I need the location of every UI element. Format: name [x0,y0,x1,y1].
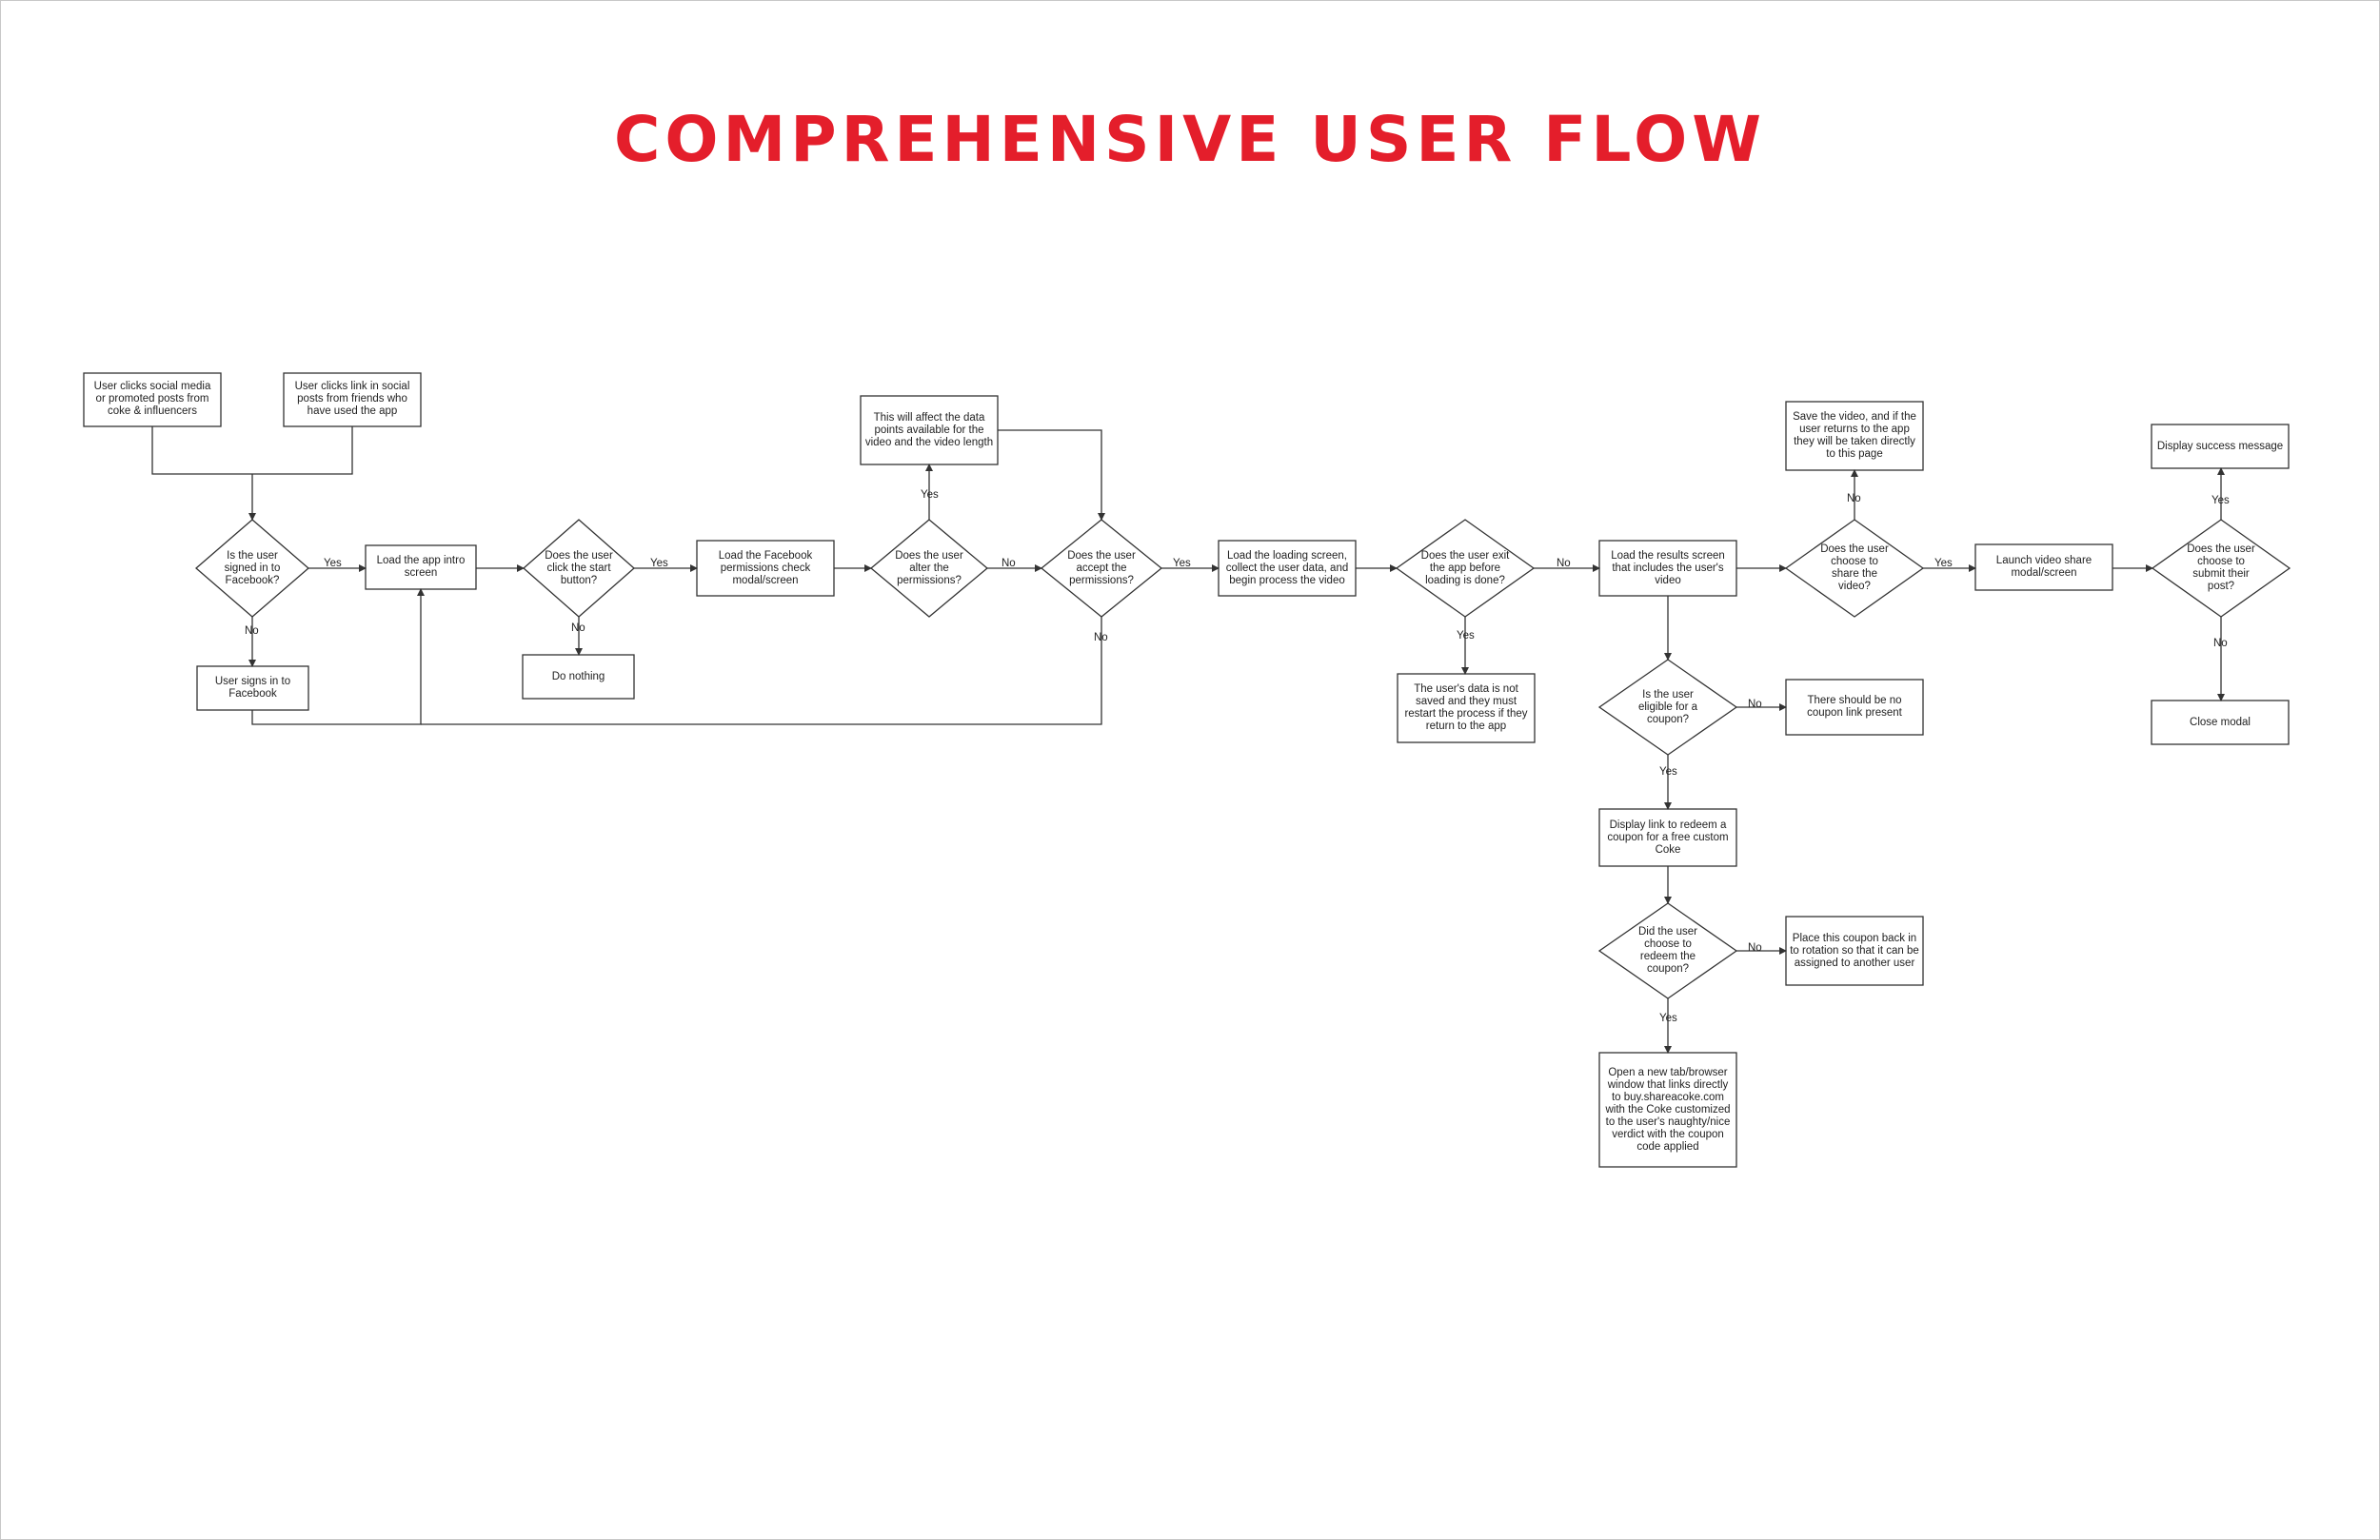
q-share-video-text: Does the user choose to share the video? [1820,543,1889,592]
node-display-link [1598,808,1737,867]
start-friends-text: User clicks link in social posts from fr… [294,380,410,417]
label-exit-no: No [1557,558,1571,569]
node-load-permissions [696,540,835,597]
label-signedin-no: No [245,625,259,637]
load-results-text: Load the results screen that includes th… [1611,549,1725,586]
q-alter-permissions-text: Does the user alter the permissions? [895,549,963,586]
q-exit-app-text: Does the user exit the app before loadin… [1420,549,1510,586]
affect-note-text: This will affect the data points availab… [864,411,994,448]
label-eligible-yes: Yes [1659,766,1677,778]
label-submit-yes: Yes [2211,495,2230,506]
label-clickstart-yes: Yes [650,558,668,569]
node-no-coupon [1785,679,1924,736]
node-place-back [1785,916,1924,986]
label-share-no: No [1847,493,1861,504]
load-loading-text: Load the loading screen, collect the use… [1225,549,1349,586]
close-modal-text: Close modal [2190,716,2251,728]
label-submit-no: No [2213,638,2228,649]
save-video-text: Save the video, and if the user returns … [1793,411,1916,460]
connector-note-to-accept [998,429,1105,521]
node-close-modal [2151,700,2290,745]
label-signedin-yes: Yes [324,558,342,569]
node-open-tab [1598,1052,1737,1168]
label-eligible-no: No [1748,699,1762,710]
node-start-friends [283,372,422,427]
connector-start-merge [151,426,353,520]
node-affect-note [860,395,999,465]
node-save-video [1785,401,1924,471]
display-link-text: Display link to redeem a coupon for a fr… [1607,819,1729,856]
open-tab-text: Open a new tab/browser window that links… [1605,1066,1731,1153]
label-redeem-yes: Yes [1659,1013,1677,1024]
label-clickstart-no: No [571,622,585,634]
no-coupon-text: There should be no coupon link present [1807,695,1902,719]
data-not-saved-text: The user's data is not saved and they mu… [1404,683,1528,732]
place-back-text: Place this coupon back in to rotation so… [1790,932,1919,969]
connector-accept-no-return [421,617,1102,725]
node-display-success [2151,424,2290,469]
start-social-text: User clicks social media or promoted pos… [93,380,211,417]
q-eligible-text: Is the user eligible for a coupon? [1637,688,1697,725]
label-alter-yes: Yes [921,489,939,501]
signs-in-text: User signs in to Facebook [214,676,291,700]
q-redeem-text: Did the user choose to redeem the coupon… [1637,926,1697,975]
label-redeem-no: No [1748,942,1762,954]
q-click-start-text: Does the user click the start button? [545,549,613,586]
node-launch-share [1974,543,2113,591]
label-alter-no: No [1002,558,1016,569]
load-permissions-text: Load the Facebook permissions check moda… [718,549,813,586]
q-accept-permissions-text: Does the user accept the permissions? [1067,549,1136,586]
display-success-text: Display success message [2156,440,2284,452]
launch-share-text: Launch video share modal/screen [1995,555,2092,579]
q-signed-in-text: Is the user signed in to Facebook? [224,549,281,586]
diamond-share-video [1784,519,1925,618]
label-exit-yes: Yes [1457,630,1475,642]
node-do-nothing [522,654,635,700]
load-intro-text: Load the app intro screen [376,555,466,579]
label-accept-no: No [1094,632,1108,643]
connector-signsin-to-intro [251,588,425,725]
diamond-alter-permissions [869,519,989,618]
label-share-yes: Yes [1934,558,1953,569]
label-accept-yes: Yes [1173,558,1191,569]
q-submit-post-text: Does the user choose to submit their pos… [2187,543,2255,592]
do-nothing-text: Do nothing [551,670,605,682]
node-start-social [83,372,222,427]
page-title: COMPREHENSIVE USER FLOW [614,103,1766,176]
